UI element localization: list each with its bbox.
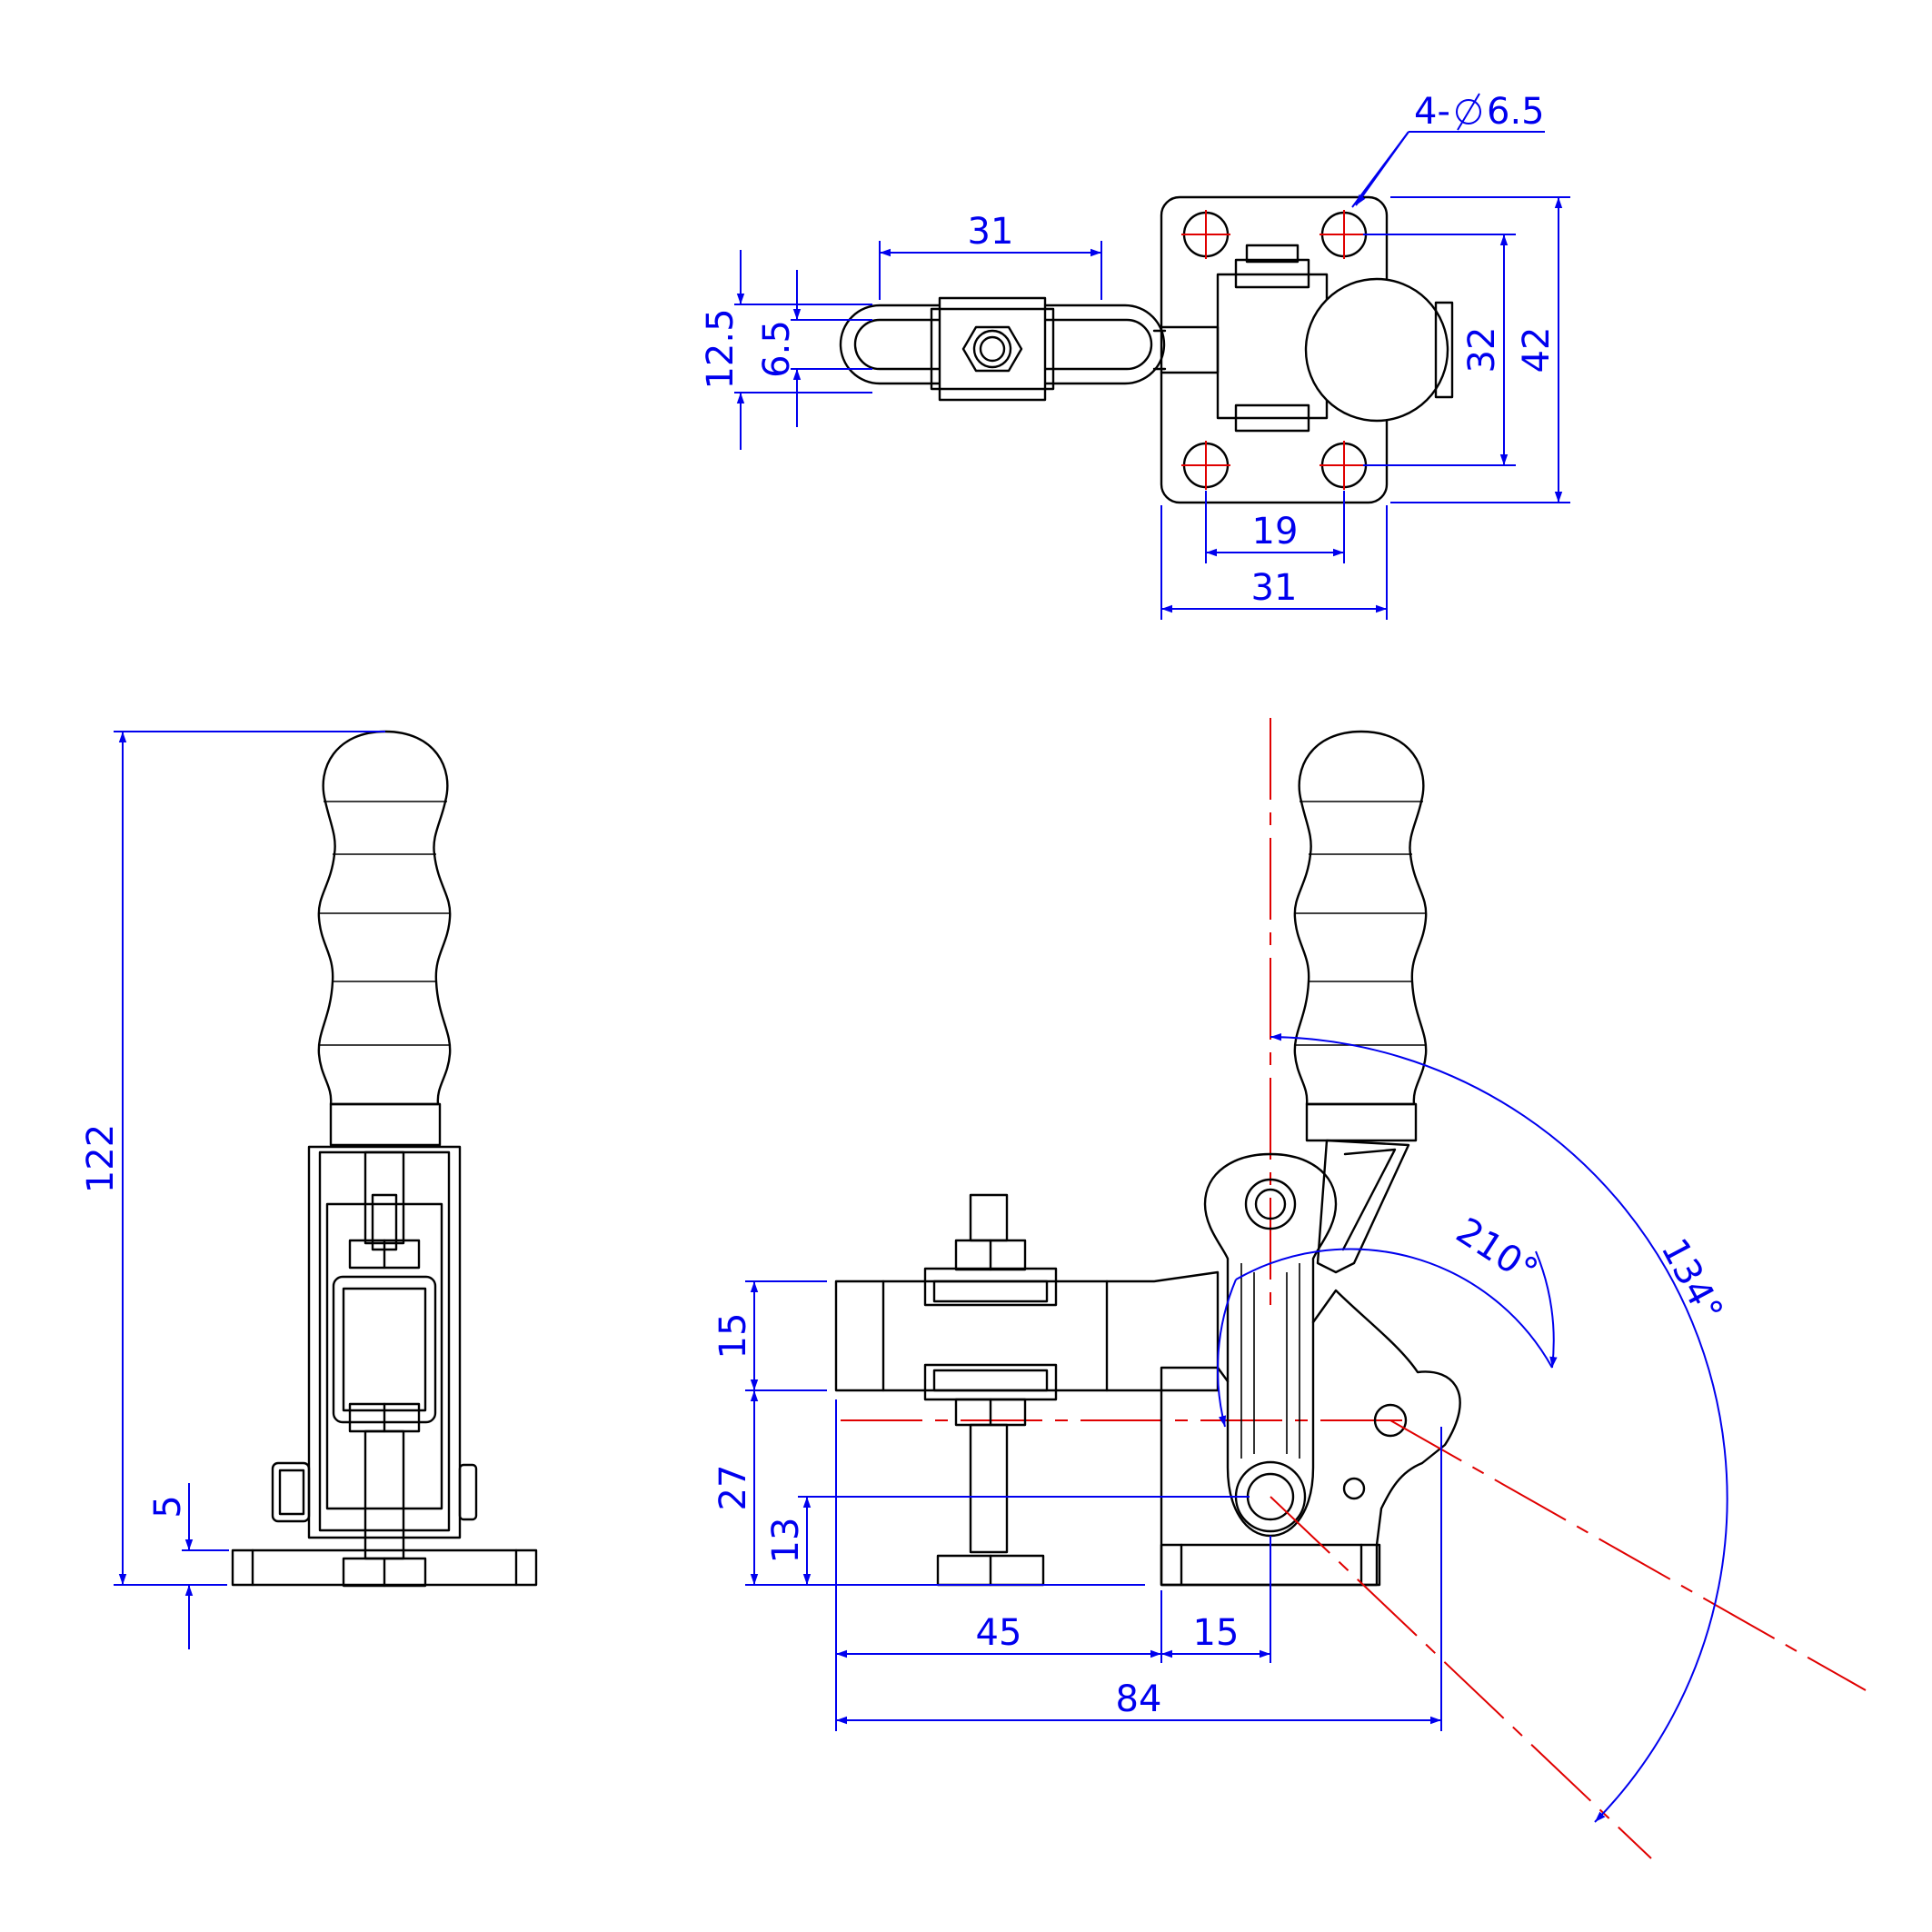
angle-open: 210° bbox=[1449, 1210, 1545, 1293]
dim-offset: 15 bbox=[1193, 1612, 1240, 1654]
dim-overall-length: 84 bbox=[1116, 1678, 1162, 1720]
dim-pivot-low: 13 bbox=[765, 1518, 807, 1564]
side-view: 210° 134° 15 27 13 45 15 84 bbox=[712, 718, 1867, 1859]
hole-diameter: 6.5 bbox=[1487, 91, 1545, 133]
dim-base-height: 42 bbox=[1516, 327, 1558, 373]
diameter-icon bbox=[1456, 93, 1481, 131]
side-clamp-body bbox=[1160, 1289, 1461, 1587]
dim-overall-height: 122 bbox=[80, 1124, 122, 1193]
front-view: 122 5 bbox=[80, 730, 538, 1649]
side-handle-grip bbox=[1293, 730, 1428, 1106]
dim-base-thickness: 5 bbox=[147, 1495, 189, 1518]
top-slotted-arm bbox=[839, 304, 1166, 385]
dim-bar-height: 15 bbox=[712, 1313, 754, 1359]
dim-spindle-length: 31 bbox=[968, 211, 1014, 253]
dim-slot-inner: 6.5 bbox=[756, 320, 798, 378]
dim-reach: 45 bbox=[976, 1612, 1022, 1654]
front-body bbox=[307, 1145, 462, 1539]
front-handle-grip bbox=[317, 730, 452, 1106]
dim-slot-width: 12.5 bbox=[700, 308, 742, 389]
hole-callout: 4- bbox=[1414, 91, 1450, 133]
top-view: 31 12.5 6.5 4- 6.5 32 42 bbox=[700, 91, 1570, 620]
top-handle-knob bbox=[1304, 277, 1449, 423]
side-clamp-bar bbox=[834, 1270, 1220, 1392]
dim-base-width: 31 bbox=[1251, 567, 1298, 609]
dim-hole-spacing-h: 19 bbox=[1252, 511, 1299, 553]
dim-hole-spacing-v: 32 bbox=[1461, 327, 1503, 373]
angle-handle: 134° bbox=[1653, 1232, 1731, 1329]
dim-pivot-height: 27 bbox=[712, 1465, 754, 1511]
